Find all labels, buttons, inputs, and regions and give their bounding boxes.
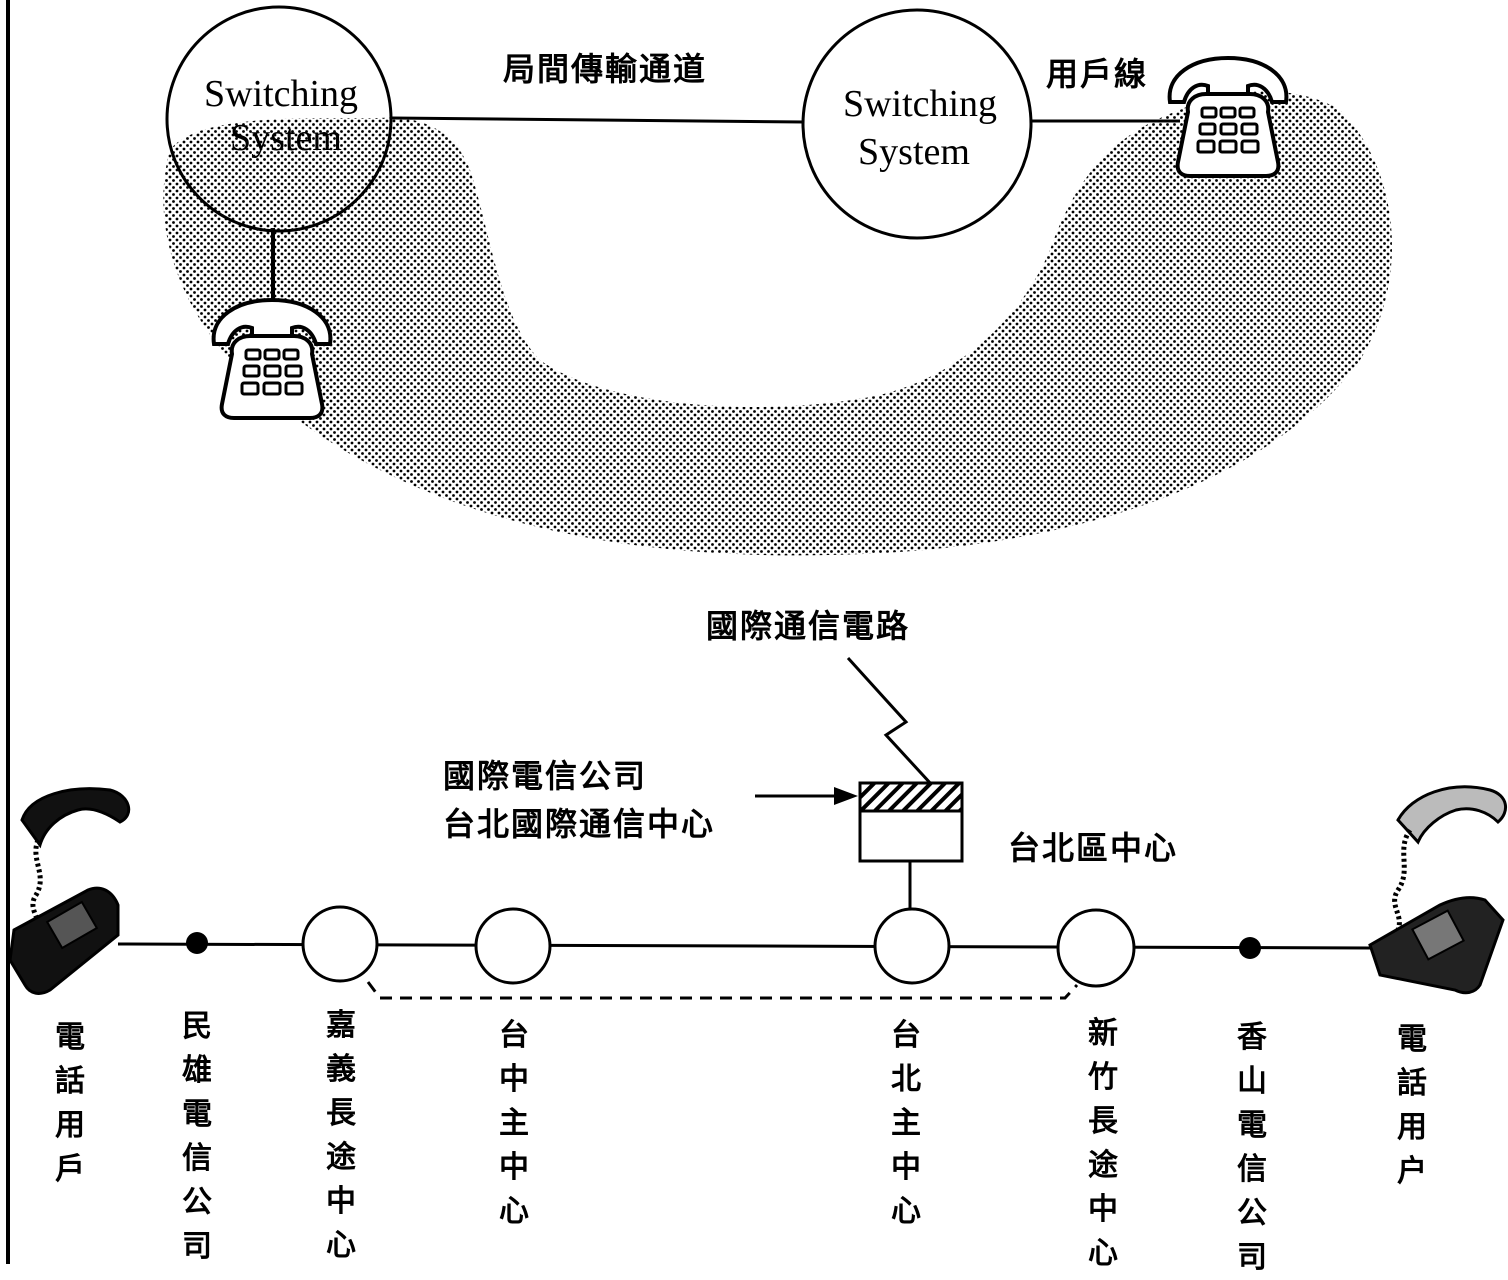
taipei-regional-center-label: 台北區中心	[1008, 829, 1178, 867]
switching-system-left-line2: System	[230, 117, 342, 159]
switching-system-left-line1: Switching	[204, 73, 358, 115]
telephone-icon	[8, 787, 131, 995]
subscriber-line-label: 用戶線	[1046, 55, 1148, 93]
switching-system-right-line1: Switching	[843, 83, 997, 125]
switching-system-left: Switching System	[165, 5, 393, 233]
open-circle-icon	[1056, 908, 1136, 988]
intl-radio-link	[846, 656, 934, 787]
trunk-label: 局間傳輸通道	[503, 50, 707, 88]
open-circle-icon	[301, 905, 379, 983]
node-label-taipei-main-center: 台北主中心	[891, 1018, 921, 1229]
intl-company-line2: 台北國際通信中心	[443, 805, 715, 843]
open-circle-icon	[873, 907, 951, 985]
node-label-phone-user-right: 電話用户	[1397, 1022, 1427, 1189]
node-label-xiangshan-telecom: 香山電信公司	[1237, 1020, 1267, 1275]
hatched-box-icon	[858, 781, 964, 863]
node-label-minxiong-telecom: 民雄電信公司	[182, 1009, 212, 1264]
arrow-icon	[755, 787, 858, 805]
telephone-icon	[1167, 56, 1289, 178]
node-label-phone-user-left: 電話用戶	[55, 1020, 85, 1187]
switching-system-right: Switching System	[801, 8, 1033, 240]
intl-circuit-label: 國際通信電路	[706, 607, 910, 645]
node-label-taichung-main-center: 台中主中心	[499, 1018, 529, 1229]
switching-system-right-line2: System	[858, 131, 970, 173]
open-circle-icon	[474, 907, 552, 985]
intl-company-line1: 國際電信公司	[443, 757, 647, 795]
node-label-chiayi-toll-center: 嘉義長途中心	[326, 1008, 356, 1263]
telephone-icon	[1368, 785, 1507, 995]
alternate-route	[366, 981, 1079, 1000]
filled-dot-icon	[1239, 937, 1261, 959]
filled-dot-icon	[186, 932, 208, 954]
node-label-hsinchu-toll-center: 新竹長途中心	[1088, 1016, 1118, 1271]
stippled-connection-band	[163, 91, 1393, 556]
telephone-icon	[211, 298, 333, 420]
trunk-line	[391, 116, 805, 124]
